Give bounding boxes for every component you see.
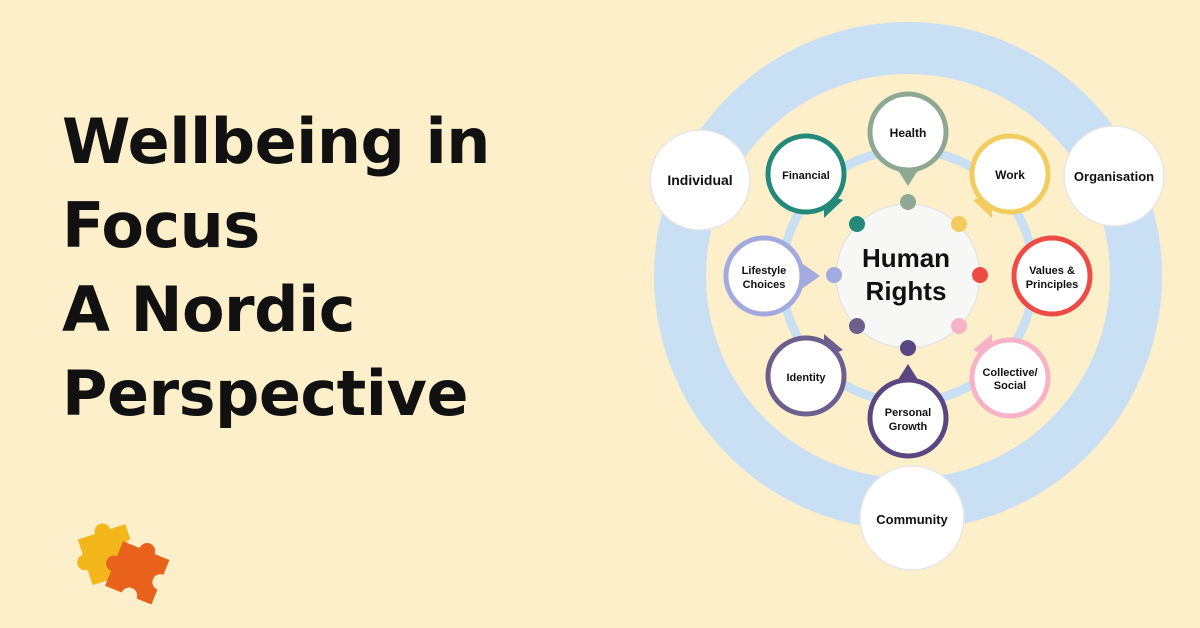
title-line-2: Focus xyxy=(62,189,260,262)
connector-dot-financial xyxy=(849,216,865,232)
connector-dot-collective xyxy=(951,318,967,334)
connector-dot-values xyxy=(972,267,988,283)
segment-label-collective-line-1: Collective/ xyxy=(982,367,1037,379)
segment-label-values-line-2: Principles xyxy=(1026,279,1079,291)
segment-values: Values & Principles xyxy=(1011,235,1093,317)
outer-label-individual: Individual xyxy=(667,172,732,188)
center-label-line-1: Human xyxy=(862,243,950,273)
segment-collective: Collective/ Social xyxy=(969,334,1051,419)
segment-label-growth-line-2: Growth xyxy=(889,421,928,433)
segment-financial: Financial xyxy=(765,133,847,218)
segment-work: Work xyxy=(969,133,1051,218)
segment-lifestyle: Lifestyle Choices xyxy=(723,235,820,317)
title-line-4: Perspective xyxy=(62,357,469,430)
title-line-1: Wellbeing in xyxy=(62,105,490,178)
connector-dot-health xyxy=(900,194,916,210)
title-line-3: A Nordic xyxy=(62,273,356,346)
segment-label-work: Work xyxy=(995,168,1025,182)
segment-label-growth-line-1: Personal xyxy=(885,407,931,419)
segment-label-values-line-1: Values & xyxy=(1029,265,1075,277)
puzzle-pieces-icon xyxy=(70,508,180,613)
outer-node-organisation: Organisation xyxy=(1063,125,1165,227)
segment-label-lifestyle-line-2: Choices xyxy=(743,279,786,291)
segment-label-identity: Identity xyxy=(786,372,826,384)
segment-growth: Personal Growth xyxy=(867,364,949,459)
segment-label-collective-line-2: Social xyxy=(994,380,1026,392)
connector-dot-work xyxy=(951,216,967,232)
wellbeing-diagram: Human Rights Health Work Values & Princi… xyxy=(640,18,1200,618)
outer-label-community: Community xyxy=(876,512,948,527)
connector-dot-identity xyxy=(849,318,865,334)
page-title: Wellbeing in Focus A Nordic Perspective xyxy=(62,100,582,436)
outer-label-organisation: Organisation xyxy=(1074,169,1154,184)
segment-identity: Identity xyxy=(765,334,847,417)
segment-label-health: Health xyxy=(890,126,927,140)
connector-dot-growth xyxy=(900,340,916,356)
outer-node-community: Community xyxy=(859,465,965,571)
center-label-line-2: Rights xyxy=(866,276,947,306)
segment-health: Health xyxy=(867,91,949,186)
outer-node-individual: Individual xyxy=(649,129,751,231)
segment-label-lifestyle-line-1: Lifestyle xyxy=(742,265,787,277)
connector-dot-lifestyle xyxy=(826,267,842,283)
segment-label-financial: Financial xyxy=(782,170,830,182)
